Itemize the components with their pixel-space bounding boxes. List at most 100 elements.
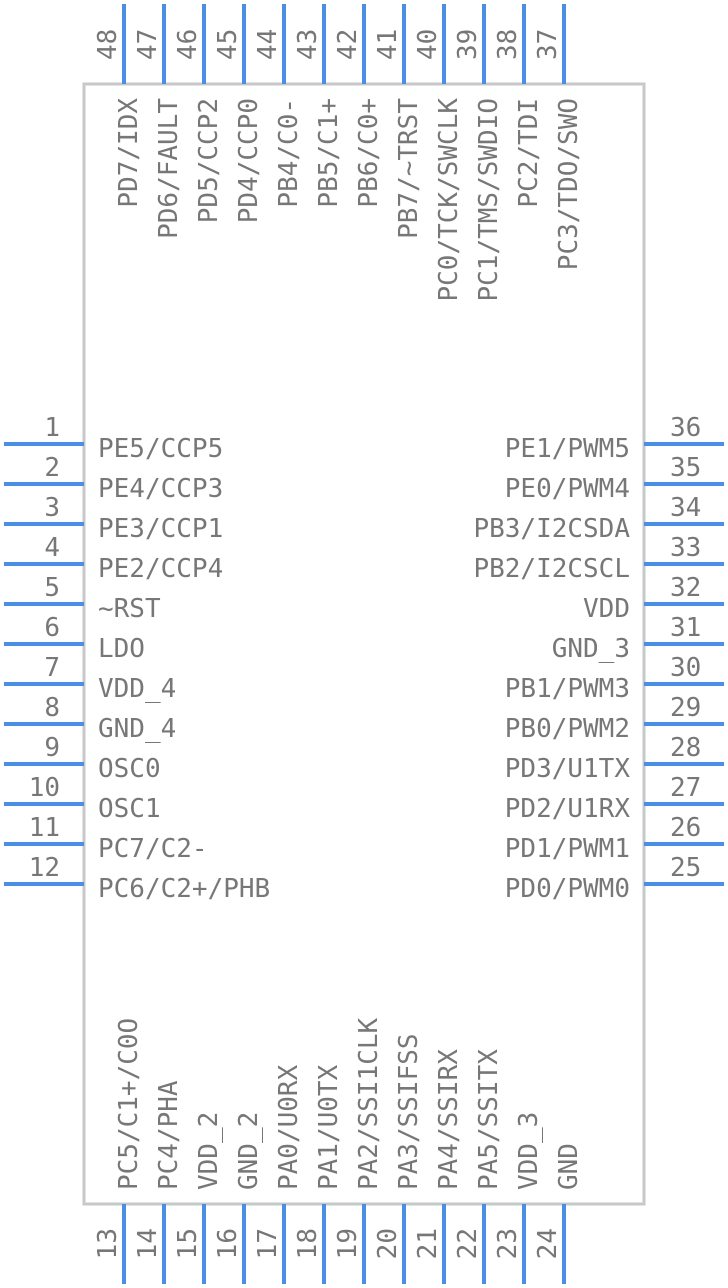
pin-number-28: 28 bbox=[670, 733, 701, 763]
pin-label-9: OSC0 bbox=[98, 754, 161, 784]
pin-number-48: 48 bbox=[93, 29, 123, 60]
pin-number-40: 40 bbox=[413, 29, 443, 60]
pin-label-35: PE0/PWM4 bbox=[505, 474, 630, 504]
pin-label-32: VDD bbox=[583, 594, 630, 624]
pin-number-12: 12 bbox=[29, 853, 60, 883]
pin-label-3: PE3/CCP1 bbox=[98, 514, 223, 544]
pin-number-7: 7 bbox=[44, 653, 60, 683]
pin-label-34: PB3/I2CSDA bbox=[473, 514, 630, 544]
pin-label-11: PC7/C2- bbox=[98, 834, 208, 864]
pin-label-24: GND bbox=[554, 1143, 584, 1190]
pin-number-25: 25 bbox=[670, 853, 701, 883]
pin-label-25: PD0/PWM0 bbox=[505, 874, 630, 904]
pin-number-14: 14 bbox=[133, 1228, 163, 1259]
pin-label-13: PC5/C1+/C0O bbox=[114, 1018, 144, 1190]
pin-number-35: 35 bbox=[670, 453, 701, 483]
pin-number-38: 38 bbox=[493, 29, 523, 60]
pin-label-8: GND_4 bbox=[98, 714, 176, 744]
pin-number-31: 31 bbox=[670, 613, 701, 643]
pin-label-39: PC1/TMS/SWDIO bbox=[474, 98, 504, 302]
pin-number-9: 9 bbox=[44, 733, 60, 763]
pin-number-10: 10 bbox=[29, 773, 60, 803]
pin-number-18: 18 bbox=[293, 1228, 323, 1259]
pin-label-19: PA2/SSI1CLK bbox=[354, 1017, 384, 1190]
pin-label-20: PA3/SSIFSS bbox=[394, 1033, 424, 1190]
pin-number-17: 17 bbox=[253, 1228, 283, 1259]
pin-number-32: 32 bbox=[670, 573, 701, 603]
pin-label-2: PE4/CCP3 bbox=[98, 474, 223, 504]
pin-label-29: PB0/PWM2 bbox=[505, 714, 630, 744]
pin-number-36: 36 bbox=[670, 413, 701, 443]
pin-label-48: PD7/IDX bbox=[114, 98, 144, 208]
pin-label-23: VDD_3 bbox=[514, 1112, 544, 1190]
pin-number-6: 6 bbox=[44, 613, 60, 643]
pin-number-30: 30 bbox=[670, 653, 701, 683]
pin-label-4: PE2/CCP4 bbox=[98, 554, 223, 584]
pin-label-21: PA4/SSIRX bbox=[434, 1049, 464, 1190]
pin-number-15: 15 bbox=[173, 1228, 203, 1259]
pin-label-1: PE5/CCP5 bbox=[98, 434, 223, 464]
pin-label-16: GND_2 bbox=[234, 1112, 264, 1190]
pin-number-27: 27 bbox=[670, 773, 701, 803]
pin-number-42: 42 bbox=[333, 29, 363, 60]
pin-number-20: 20 bbox=[373, 1228, 403, 1259]
ic-body bbox=[82, 82, 646, 1206]
pin-number-33: 33 bbox=[670, 533, 701, 563]
pin-label-22: PA5/SSITX bbox=[474, 1049, 504, 1190]
pin-number-11: 11 bbox=[29, 813, 60, 843]
pin-number-21: 21 bbox=[413, 1228, 443, 1259]
pin-label-30: PB1/PWM3 bbox=[505, 674, 630, 704]
pin-number-22: 22 bbox=[453, 1228, 483, 1259]
pin-number-43: 43 bbox=[293, 29, 323, 60]
pin-label-38: PC2/TDI bbox=[514, 98, 544, 208]
pin-number-13: 13 bbox=[93, 1228, 123, 1259]
pin-number-24: 24 bbox=[533, 1228, 563, 1259]
pin-label-42: PB6/C0+ bbox=[354, 98, 384, 208]
pin-label-5: ~RST bbox=[98, 594, 161, 624]
pin-label-17: PA0/U0RX bbox=[274, 1064, 304, 1190]
bottom-pin-group: 13PC5/C1+/C0O14PC4/PHA15VDD_216GND_217PA… bbox=[93, 1017, 584, 1284]
pin-number-37: 37 bbox=[533, 29, 563, 60]
pin-label-28: PD3/U1TX bbox=[505, 754, 631, 784]
pin-number-1: 1 bbox=[44, 413, 60, 443]
pin-number-19: 19 bbox=[333, 1228, 363, 1259]
pin-label-47: PD6/FAULT bbox=[154, 98, 184, 239]
pin-number-4: 4 bbox=[44, 533, 60, 563]
pin-label-6: LDO bbox=[98, 634, 145, 664]
pin-number-8: 8 bbox=[44, 693, 60, 723]
pin-number-3: 3 bbox=[44, 493, 60, 523]
pin-label-14: PC4/PHA bbox=[154, 1080, 184, 1190]
pin-number-26: 26 bbox=[670, 813, 701, 843]
pin-label-46: PD5/CCP2 bbox=[194, 98, 224, 223]
pin-label-26: PD1/PWM1 bbox=[505, 834, 630, 864]
pin-label-33: PB2/I2CSCL bbox=[473, 554, 630, 584]
pin-number-45: 45 bbox=[213, 29, 243, 60]
pin-number-39: 39 bbox=[453, 29, 483, 60]
pin-number-5: 5 bbox=[44, 573, 60, 603]
pin-number-47: 47 bbox=[133, 29, 163, 60]
pin-number-44: 44 bbox=[253, 29, 283, 60]
pin-label-27: PD2/U1RX bbox=[505, 794, 631, 824]
pin-label-7: VDD_4 bbox=[98, 674, 176, 704]
pin-label-10: OSC1 bbox=[98, 794, 161, 824]
pin-label-31: GND_3 bbox=[552, 634, 630, 664]
pin-label-36: PE1/PWM5 bbox=[505, 434, 630, 464]
pin-label-15: VDD_2 bbox=[194, 1112, 224, 1190]
pin-number-23: 23 bbox=[493, 1228, 523, 1259]
pin-label-43: PB5/C1+ bbox=[314, 98, 344, 208]
pin-label-12: PC6/C2+/PHB bbox=[98, 874, 270, 904]
pin-label-44: PB4/C0- bbox=[274, 98, 304, 208]
pin-number-2: 2 bbox=[44, 453, 60, 483]
pin-number-41: 41 bbox=[373, 29, 403, 60]
pin-label-41: PB7/~TRST bbox=[394, 98, 424, 239]
pin-label-45: PD4/CCP0 bbox=[234, 98, 264, 223]
pin-label-18: PA1/U0TX bbox=[314, 1064, 344, 1190]
pin-number-34: 34 bbox=[670, 493, 701, 523]
pin-number-46: 46 bbox=[173, 29, 203, 60]
pin-number-29: 29 bbox=[670, 693, 701, 723]
pin-label-40: PC0/TCK/SWCLK bbox=[434, 98, 464, 302]
